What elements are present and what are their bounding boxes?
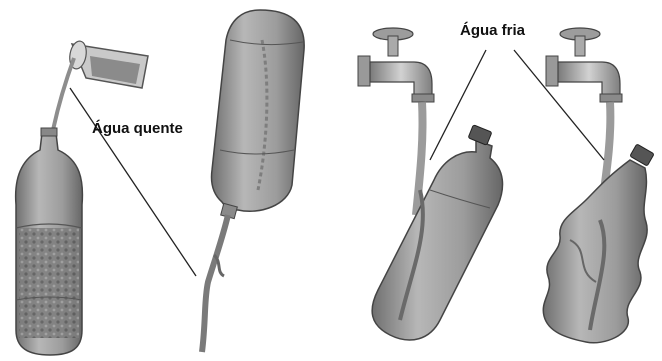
draining-stream [202, 215, 228, 352]
cold-water-label: Água fria [460, 22, 525, 39]
hot-water-label: Água quente [92, 120, 183, 137]
upside-down-bottle [211, 10, 304, 219]
hot-water-pointer [70, 88, 196, 276]
crushed-bottle [543, 144, 654, 343]
faucet-left [358, 28, 434, 102]
glass [68, 40, 148, 88]
faucet-right [546, 28, 622, 102]
bottle-under-faucet [372, 125, 502, 340]
bottle-with-hot-water [16, 128, 83, 355]
hot-water-stream [52, 58, 74, 135]
